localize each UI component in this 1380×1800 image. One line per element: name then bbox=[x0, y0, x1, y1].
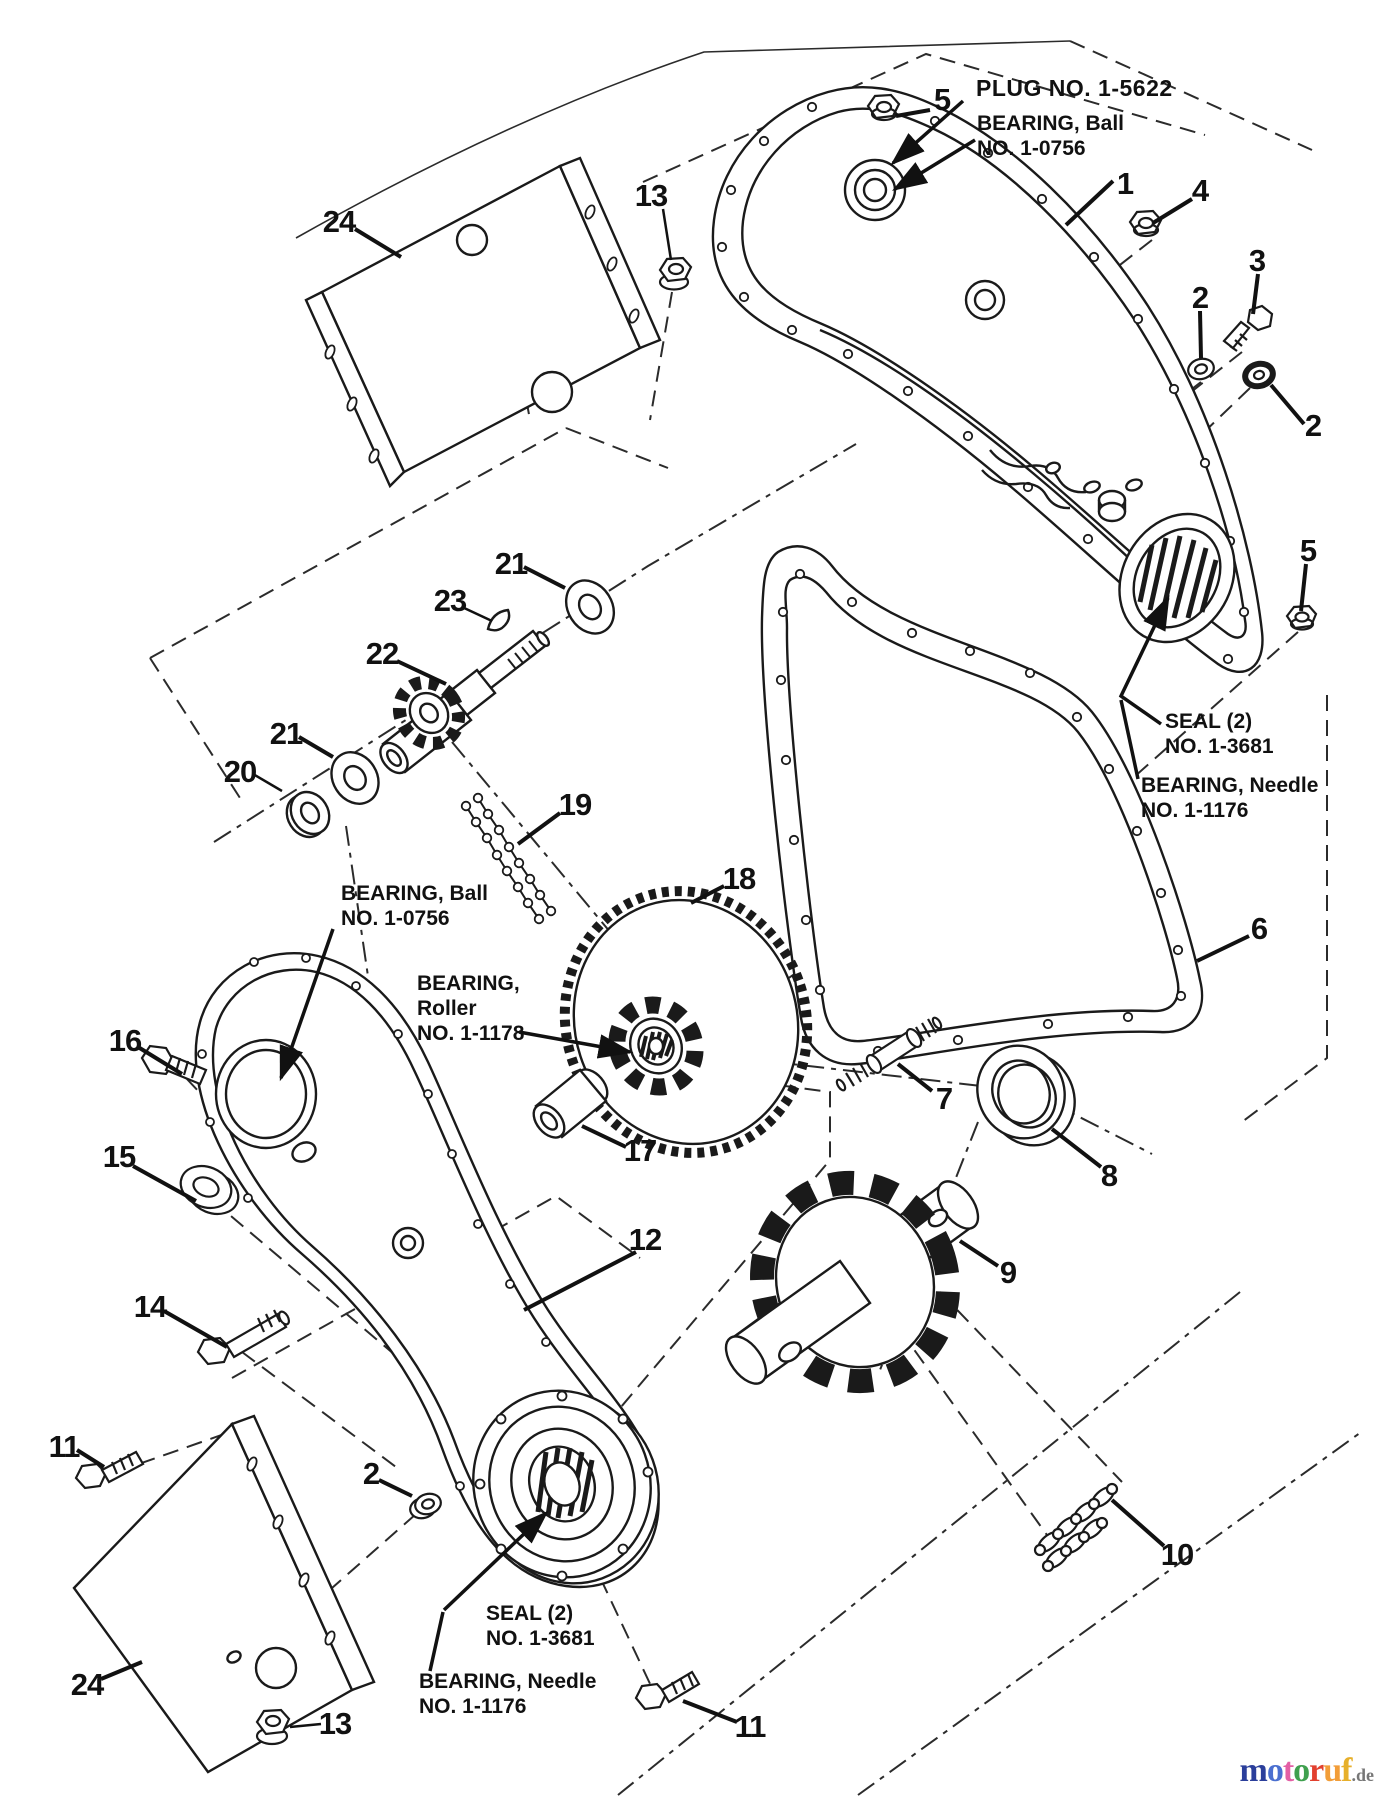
callout-17: 17 bbox=[623, 1133, 657, 1168]
chain-case-gasket-drawing bbox=[760, 545, 1204, 1066]
callout-13-top: 13 bbox=[634, 178, 668, 213]
callout-8: 8 bbox=[1100, 1158, 1118, 1193]
callout-24-bottom: 24 bbox=[70, 1667, 104, 1702]
bearing-race-drawing bbox=[976, 1044, 1076, 1147]
callout-21-lower: 21 bbox=[269, 716, 303, 751]
driven-gear-drawing bbox=[559, 886, 813, 1158]
callout-1: 1 bbox=[1116, 166, 1134, 201]
label-line: NO. 1-3681 bbox=[486, 1627, 595, 1650]
callout-19: 19 bbox=[558, 787, 592, 822]
watermark-letter: t bbox=[1282, 1752, 1294, 1789]
callout-5-top: 5 bbox=[933, 82, 951, 117]
watermark-suffix: .de bbox=[1351, 1765, 1375, 1785]
spacer-drawing bbox=[532, 1068, 609, 1139]
chain-case-cover-drawing bbox=[194, 952, 660, 1589]
chain-case-upper-drawing bbox=[711, 86, 1264, 674]
shield-top-drawing bbox=[304, 156, 662, 489]
label-line: BEARING, bbox=[417, 972, 520, 995]
callout-22: 22 bbox=[365, 636, 399, 671]
stud-drawing bbox=[835, 1016, 943, 1092]
label-plug: PLUG NO. 1-5622 bbox=[976, 76, 1173, 101]
label-bearing-needle-bottom: BEARING, Needle NO. 1-1176 bbox=[419, 1669, 596, 1719]
watermark-letter: o bbox=[1293, 1752, 1310, 1789]
callout-3: 3 bbox=[1248, 243, 1266, 278]
label-bearing-ball-left: BEARING, Ball NO. 1-0756 bbox=[341, 881, 488, 931]
callout-21-upper: 21 bbox=[494, 546, 528, 581]
label-line: BEARING, Ball bbox=[341, 882, 489, 905]
callout-23: 23 bbox=[433, 583, 467, 618]
label-line: BEARING, Needle bbox=[1141, 774, 1319, 797]
label-seal-bottom: SEAL (2) NO. 1-3681 bbox=[486, 1601, 595, 1651]
watermark-letter: u bbox=[1323, 1752, 1342, 1789]
callout-2-washer: 2 bbox=[1191, 280, 1209, 315]
label-seal-right: SEAL (2) NO. 1-3681 bbox=[1165, 709, 1274, 759]
label-line: NO. 1-1176 bbox=[1141, 799, 1249, 822]
callout-9: 9 bbox=[999, 1255, 1017, 1290]
drive-chain-drawing bbox=[460, 792, 557, 925]
callout-24-top: 24 bbox=[322, 204, 356, 239]
watermark-letter: f bbox=[1341, 1752, 1352, 1789]
watermark-letter: r bbox=[1309, 1752, 1324, 1789]
label-line: BEARING, Needle bbox=[419, 1670, 597, 1693]
label-bearing-roller: BEARING, Roller NO. 1-1178 bbox=[417, 971, 524, 1046]
label-line: NO. 1-1178 bbox=[417, 1022, 525, 1045]
callout-20: 20 bbox=[223, 754, 257, 789]
label-plug-line: PLUG NO. 1-5622 bbox=[976, 75, 1173, 101]
watermark-letter: m bbox=[1239, 1752, 1268, 1789]
callout-11-bottom: 11 bbox=[734, 1709, 767, 1744]
sprocket-shaft-drawing bbox=[724, 1170, 980, 1394]
callout-5-right: 5 bbox=[1299, 533, 1317, 568]
label-bearing-needle-right: BEARING, Needle NO. 1-1176 bbox=[1141, 773, 1318, 823]
callout-12: 12 bbox=[628, 1222, 662, 1257]
chain-links-drawing bbox=[1033, 1482, 1119, 1573]
callout-16: 16 bbox=[108, 1023, 142, 1058]
callout-10: 10 bbox=[1160, 1537, 1194, 1572]
callout-15: 15 bbox=[102, 1139, 136, 1174]
label-line: NO. 1-0756 bbox=[341, 907, 450, 930]
callout-18: 18 bbox=[722, 861, 756, 896]
callout-2-bottom: 2 bbox=[362, 1456, 380, 1491]
callout-11-left: 11 bbox=[48, 1429, 81, 1464]
callout-6: 6 bbox=[1250, 911, 1268, 946]
label-arrows bbox=[279, 99, 1170, 1672]
label-line: BEARING, Ball bbox=[977, 112, 1125, 135]
callout-2-bushing: 2 bbox=[1304, 408, 1322, 443]
label-line: Roller bbox=[417, 997, 477, 1020]
watermark-logo-letters: motoruf bbox=[1239, 1752, 1353, 1789]
label-line: SEAL (2) bbox=[486, 1602, 574, 1625]
callout-leader-lines bbox=[75, 108, 1308, 1729]
callout-7: 7 bbox=[935, 1081, 953, 1116]
label-line: NO. 1-3681 bbox=[1165, 735, 1274, 758]
callout-13-bottom: 13 bbox=[318, 1706, 352, 1741]
label-line: SEAL (2) bbox=[1165, 710, 1253, 733]
shield-bottom-drawing bbox=[72, 1414, 376, 1774]
fasteners-drawing bbox=[74, 93, 1318, 1746]
callout-14: 14 bbox=[133, 1289, 167, 1324]
label-bearing-ball-top: BEARING, Ball NO. 1-0756 bbox=[977, 111, 1124, 161]
input-shaft-assembly-drawing bbox=[285, 579, 616, 839]
watermark-letter: o bbox=[1266, 1752, 1284, 1789]
label-line: NO. 1-0756 bbox=[977, 137, 1086, 160]
label-line: NO. 1-1176 bbox=[419, 1695, 527, 1718]
callout-4: 4 bbox=[1191, 173, 1209, 208]
watermark-logo: motoruf.de bbox=[1198, 1752, 1375, 1790]
